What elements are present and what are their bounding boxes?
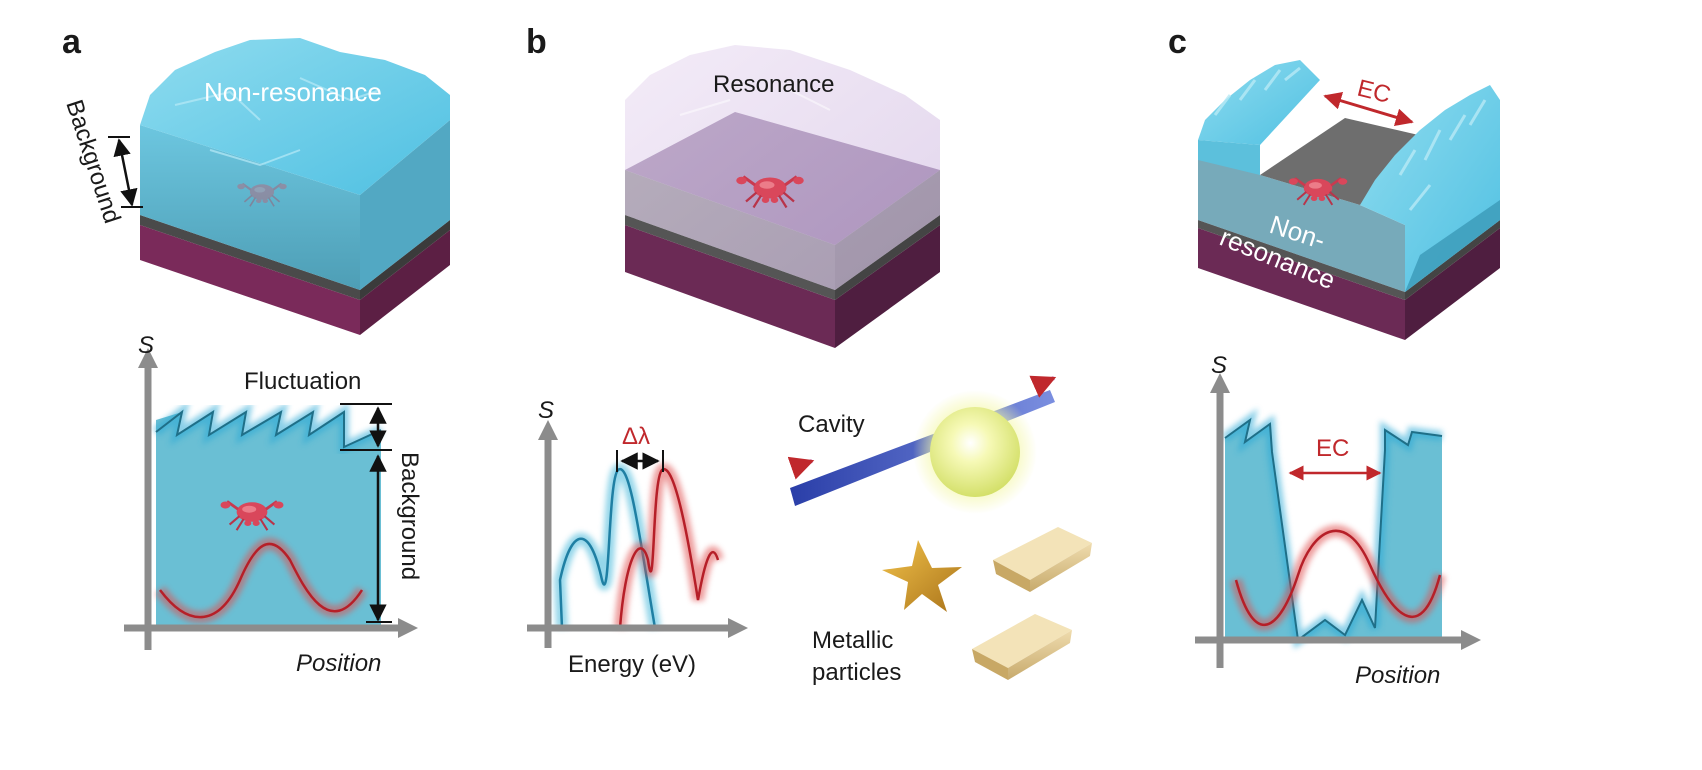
panel-a-fluctuation-label: Fluctuation — [244, 368, 361, 395]
panel-c-resonance-curve — [1234, 529, 1442, 627]
panel-b-block-text: Resonance — [713, 71, 834, 98]
panel-a-fluctuation-line — [155, 409, 382, 449]
panel-c-plot-gap-label: EC — [1316, 435, 1349, 462]
panel-a-background-arrow — [113, 138, 138, 207]
panel-a-label: a — [62, 23, 82, 61]
panel-b-cavity: Cavity — [787, 375, 1057, 514]
panel-b-block-shell — [625, 45, 940, 290]
panel-a: a Non-resonance Background — [60, 23, 450, 677]
panel-c-channel-floor — [1260, 118, 1440, 205]
panel-c-signal-line — [1224, 417, 1443, 642]
panel-b-microsphere — [930, 407, 1020, 497]
panel-b-output-arrow — [1029, 375, 1057, 398]
panel-a-block-base-right — [360, 230, 450, 335]
panel-c-block: EC Non- resonance — [1198, 60, 1500, 340]
panel-c-plot: EC S Position — [1195, 352, 1481, 689]
panel-c: c EC Non- resonance — [1168, 23, 1500, 689]
panel-b-label: b — [526, 23, 547, 61]
panel-c-block-base-left — [1198, 228, 1405, 340]
panel-a-block-substrate-right — [360, 220, 450, 300]
panel-b-particles: Metallic particles — [812, 527, 1092, 686]
panel-b-block-base-right — [835, 225, 940, 348]
panel-b-plot: S Energy (eV) Δλ — [527, 397, 748, 678]
panel-b-star-particle — [882, 540, 962, 612]
panel-b-shift-label: Δλ — [622, 423, 650, 450]
panel-b-block-base-left — [625, 225, 835, 348]
panel-a-block: Non-resonance — [140, 38, 450, 335]
panel-a-block-substrate-left — [140, 215, 360, 300]
panel-c-gap-arrow — [1323, 92, 1414, 126]
panel-b-block-substrate-left — [625, 215, 835, 300]
panel-c-gap-label: EC — [1355, 75, 1394, 109]
panel-a-background-label: Background — [60, 97, 125, 227]
panel-b-nanobox-1 — [993, 527, 1092, 580]
panel-a-plot: S Position Fluctuation Background — [124, 332, 423, 677]
panel-a-block-side-right — [360, 120, 450, 290]
panel-a-block-top — [140, 38, 450, 195]
panel-b-particles-label-line2: particles — [812, 659, 901, 686]
panel-b-particles-label-line1: Metallic — [812, 627, 893, 654]
panel-b: b Resonance S Energy (eV) — [526, 23, 1092, 686]
panel-b-y-label: S — [538, 397, 554, 424]
panel-c-y-label: S — [1211, 352, 1227, 379]
panel-c-label: c — [1168, 23, 1187, 61]
panel-a-block-side-left — [140, 125, 360, 290]
panel-b-cavity-label: Cavity — [798, 411, 865, 438]
panel-c-x-label: Position — [1355, 662, 1440, 689]
panel-a-x-label: Position — [296, 650, 381, 677]
panel-b-block: Resonance — [625, 45, 940, 348]
panel-a-background-plot-label: Background — [396, 452, 423, 580]
panel-c-left-wall — [1198, 60, 1320, 145]
panel-a-block-base-left — [140, 225, 360, 335]
panel-b-red-curve — [618, 468, 720, 629]
panel-a-y-label: S — [138, 332, 154, 359]
panel-b-cyan-curve — [558, 467, 657, 629]
panel-b-nanobox-2 — [972, 614, 1072, 668]
panel-b-input-arrow — [787, 456, 815, 480]
panel-a-block-text: Non-resonance — [204, 77, 382, 107]
panel-b-x-label: Energy (eV) — [568, 651, 696, 678]
panel-a-resonance-curve — [159, 542, 364, 619]
